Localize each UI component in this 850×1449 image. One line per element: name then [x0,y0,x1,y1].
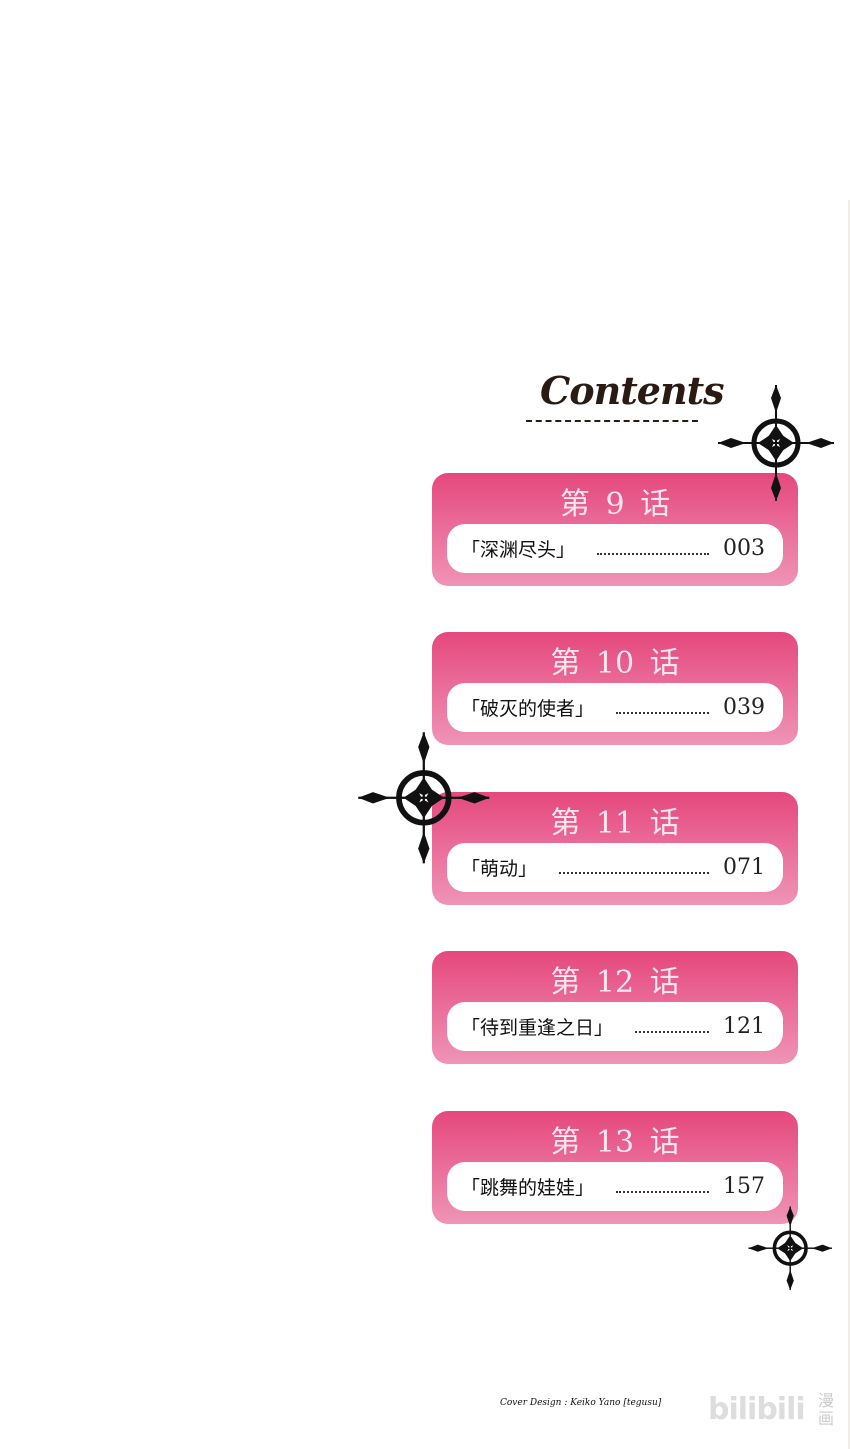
chapter-title: 第 11 话 [550,806,680,841]
chapter-row: 「跳舞的娃娃」 157 [447,1162,783,1211]
chapter-title: 第 10 话 [550,646,680,681]
chapter-entry[interactable]: 第 10 话 「破灭的使者」 039 [432,632,798,745]
chapter-row: 「深渊尽头」 003 [447,524,783,573]
bilibili-logo-suffix: 漫画 [818,1391,835,1428]
chapter-title: 第 9 话 [559,487,671,522]
ornament-icon [358,732,490,864]
chapter-name: 「待到重逢之日」 [461,1017,614,1039]
chapter-row: 「破灭的使者」 039 [447,683,783,732]
chapter-entry[interactable]: 第 9 话 「深渊尽头」 003 [432,473,798,586]
chapter-title: 第 12 话 [550,965,680,1000]
chapter-name: 「跳舞的娃娃」 [461,1177,595,1199]
chapter-page: 157 [723,1174,765,1199]
contents-heading: Contents [540,368,725,413]
bilibili-logo: bilibili [708,1392,806,1427]
chapter-row: 「待到重逢之日」 121 [447,1002,783,1051]
chapter-name: 「萌动」 [461,858,538,880]
dot-leader [616,702,709,714]
chapter-name: 「深渊尽头」 [461,539,576,561]
chapter-row: 「萌动」 071 [447,843,783,892]
page-edge [848,200,850,1449]
dot-leader [559,862,709,874]
chapter-title: 第 13 话 [550,1125,680,1160]
ornament-icon [718,385,834,501]
dot-leader [597,543,709,555]
chapter-page: 071 [723,855,765,880]
chapter-page: 003 [723,536,765,561]
chapter-page: 121 [723,1014,765,1039]
cover-design-credit: Cover Design : Keiko Yano [tegusu] [500,1398,662,1408]
chapter-entry[interactable]: 第 13 话 「跳舞的娃娃」 157 [432,1111,798,1224]
heading-underline [526,420,698,422]
dot-leader [616,1181,709,1193]
chapter-entry[interactable]: 第 12 话 「待到重逢之日」 121 [432,951,798,1064]
chapter-page: 039 [723,695,765,720]
chapter-entry[interactable]: 第 11 话 「萌动」 071 [432,792,798,905]
dot-leader [635,1021,709,1033]
chapter-name: 「破灭的使者」 [461,698,595,720]
ornament-icon [748,1206,832,1290]
